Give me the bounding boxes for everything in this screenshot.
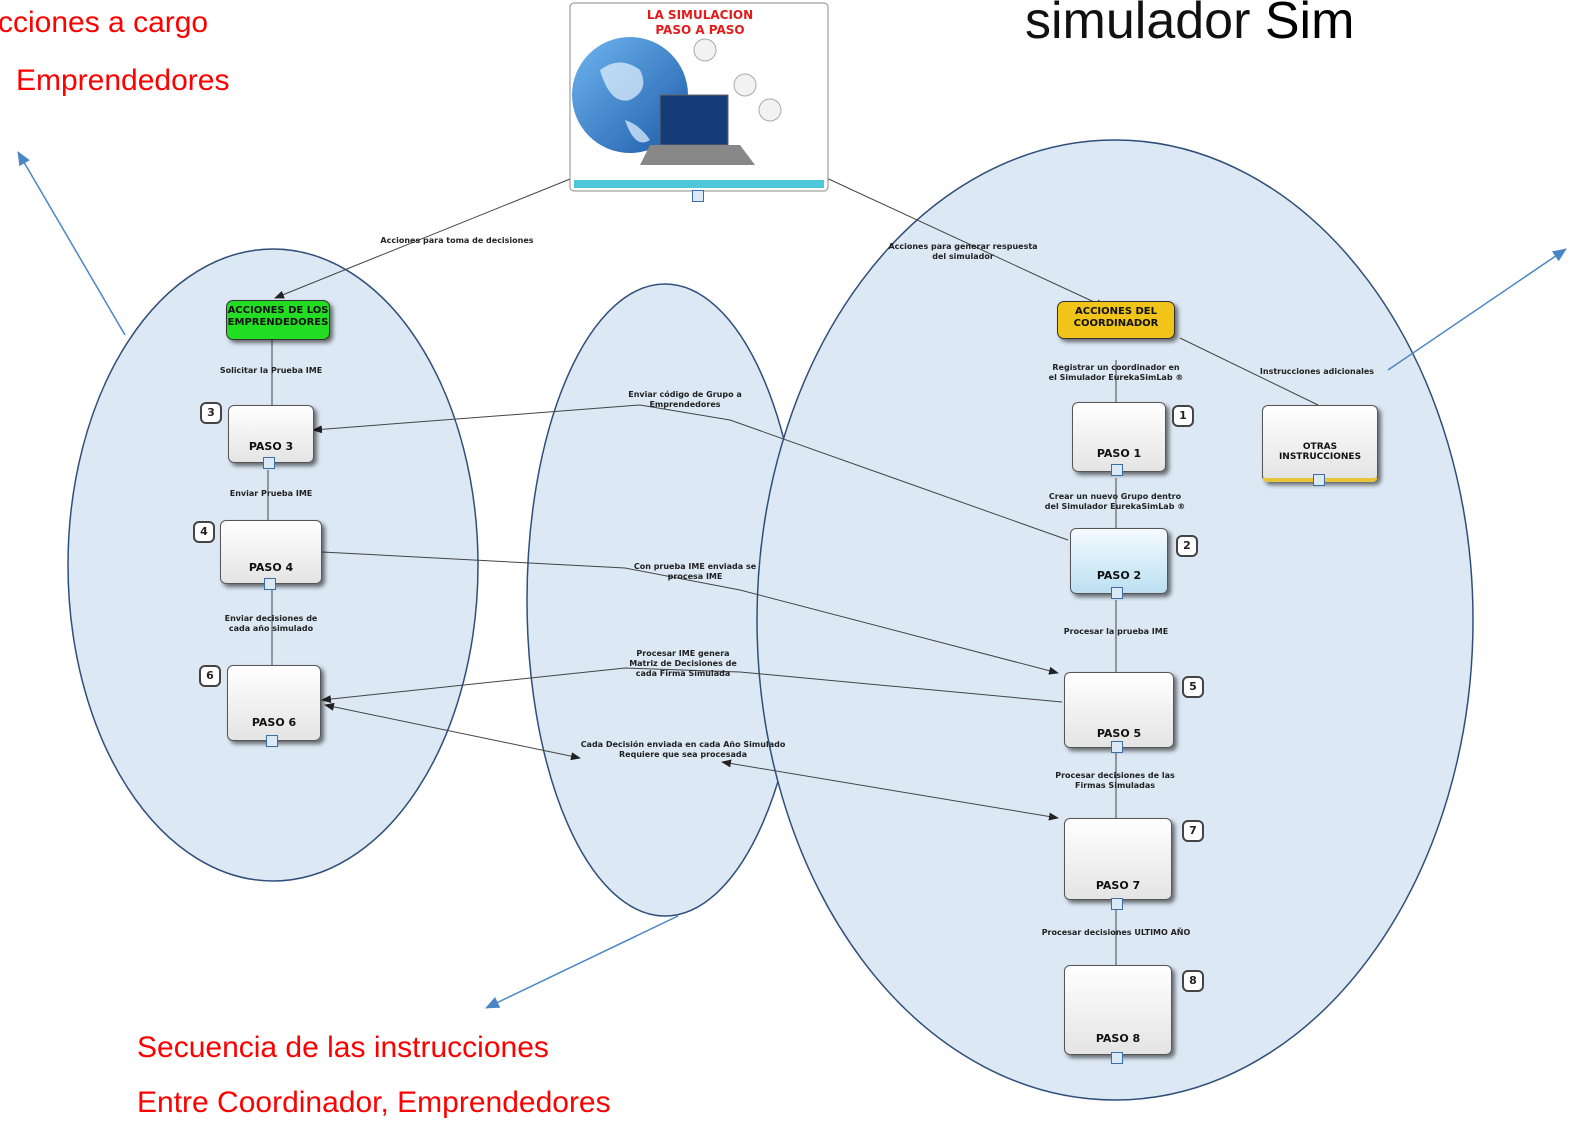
annotation-emprendedores-line2: Emprendedores: [16, 64, 230, 97]
step-paso4-number: 4: [193, 521, 215, 543]
edge-paso5-paso6: [321, 667, 1063, 704]
step-otras-label: OTRAS INSTRUCCIONES: [1278, 442, 1362, 462]
step-paso6-label: PASO 6: [251, 716, 297, 729]
annotation-emprendedores-line1: cciones a cargo: [0, 6, 209, 39]
edge-label-registrar: Registrar un coordinador en el Simulador…: [1048, 363, 1184, 382]
edge-root-left: [274, 174, 581, 299]
annotation-arrow-secuencia: [485, 915, 679, 1009]
edge-label-crear-grupo: Crear un nuevo Grupo dentro del Simulado…: [1044, 492, 1186, 511]
edge-paso6-paso7: [324, 702, 581, 761]
step-paso7[interactable]: PASO 7: [1064, 818, 1172, 900]
edge-label-prueba-enviada: Con prueba IME enviada se procesa IME: [633, 562, 757, 581]
step-paso4-label: PASO 4: [248, 561, 294, 574]
step-paso7-label: PASO 7: [1095, 879, 1141, 892]
edge-label-generar-respuesta: Acciones para generar respuesta del simu…: [888, 242, 1038, 261]
step-paso6[interactable]: PASO 6: [227, 665, 321, 741]
edge-label-procesar-ultimo: Procesar decisiones ULTIMO AÑO: [1041, 928, 1191, 937]
step-paso6-number: 6: [199, 665, 221, 687]
step-paso1-number: 1: [1172, 405, 1194, 427]
step-paso5-expand-icon[interactable]: [1111, 741, 1123, 753]
step-paso4-expand-icon[interactable]: [264, 578, 276, 590]
root-expand-icon[interactable]: [692, 190, 704, 202]
step-paso4[interactable]: PASO 4: [220, 520, 322, 584]
edge-root-right: [819, 174, 1106, 308]
ellipse-coordinador: [756, 139, 1474, 1101]
step-paso3-number: 3: [200, 402, 222, 424]
step-paso8-expand-icon[interactable]: [1111, 1052, 1123, 1064]
edge-label-enviar-codigo: Enviar código de Grupo a Emprendedores: [628, 390, 742, 409]
edge-label-enviar-ime: Enviar Prueba IME: [229, 489, 313, 498]
root-title-line1: LA SIMULACION: [646, 8, 754, 22]
step-paso1-expand-icon[interactable]: [1111, 464, 1123, 476]
root-node[interactable]: [569, 2, 829, 192]
edge-paso4-paso5: [321, 551, 1059, 675]
edge-label-instrucciones-adicionales: Instrucciones adicionales: [1259, 367, 1375, 376]
header-emprendedores[interactable]: ACCIONES DE LOS EMPRENDEDORES: [226, 300, 330, 340]
annotation-arrow-coordinador: [1387, 248, 1567, 371]
step-paso5-label: PASO 5: [1096, 727, 1142, 740]
step-paso1[interactable]: PASO 1: [1072, 402, 1166, 472]
edge-paso2-paso3: [312, 404, 1069, 541]
step-paso6-expand-icon[interactable]: [266, 735, 278, 747]
laptop-icon: [659, 94, 729, 146]
edge-label-solicitar-ime: Solicitar la Prueba IME: [219, 366, 323, 375]
annotation-secuencia-line1: Secuencia de las instrucciones: [137, 1031, 549, 1064]
step-paso8[interactable]: PASO 8: [1064, 965, 1172, 1055]
step-paso2[interactable]: PASO 2: [1070, 528, 1168, 594]
annotation-secuencia-line2: Entre Coordinador, Emprendedores: [137, 1086, 611, 1119]
step-paso3-label: PASO 3: [248, 440, 294, 453]
edge-label-cada-decision: Cada Decisión enviada en cada Año Simula…: [580, 740, 786, 759]
step-paso7-number: 7: [1182, 820, 1204, 842]
header-coordinador[interactable]: ACCIONES DEL COORDINADOR: [1057, 301, 1175, 339]
step-paso7-expand-icon[interactable]: [1111, 898, 1123, 910]
annotation-arrow-emprendedores: [17, 151, 126, 336]
step-paso8-label: PASO 8: [1095, 1032, 1141, 1045]
edge-label-procesar-decisiones: Procesar decisiones de las Firmas Simula…: [1055, 771, 1175, 790]
edge-label-enviar-decisiones: Enviar decisiones de cada año simulado: [224, 614, 318, 633]
root-title-line2: PASO A PASO: [655, 23, 745, 37]
step-paso2-label: PASO 2: [1096, 569, 1142, 582]
step-paso1-label: PASO 1: [1096, 447, 1142, 460]
step-paso3[interactable]: PASO 3: [228, 405, 314, 463]
edge-label-toma-decisiones: Acciones para toma de decisiones: [380, 236, 534, 245]
page-title-part2: Sim: [1264, 0, 1355, 50]
step-otras-expand-icon[interactable]: [1313, 474, 1325, 486]
step-paso2-number: 2: [1176, 535, 1198, 557]
edge-label-procesar-ime: Procesar la prueba IME: [1063, 627, 1169, 636]
page-title-part1: simulador: [1025, 0, 1265, 50]
edge-decision-paso7: [721, 759, 1059, 821]
step-otras-instrucciones[interactable]: OTRAS INSTRUCCIONES: [1262, 405, 1378, 482]
page-title: simulador Sim: [1025, 0, 1354, 52]
edge-label-matriz: Procesar IME genera Matriz de Decisiones…: [629, 649, 737, 678]
edge-coord-otras: [1179, 337, 1319, 406]
step-paso3-expand-icon[interactable]: [263, 457, 275, 469]
step-paso2-expand-icon[interactable]: [1111, 587, 1123, 599]
step-paso5-number: 5: [1182, 676, 1204, 698]
step-paso8-number: 8: [1182, 970, 1204, 992]
step-paso5[interactable]: PASO 5: [1064, 672, 1174, 748]
